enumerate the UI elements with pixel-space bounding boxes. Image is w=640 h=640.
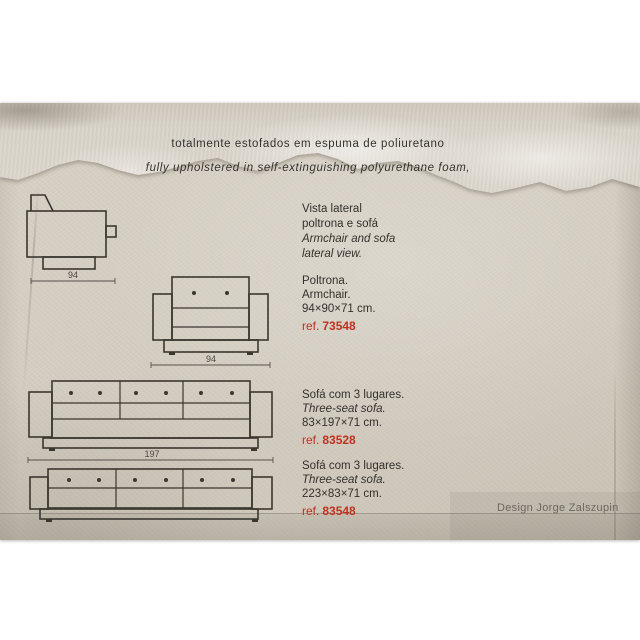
- plinth-side: [42, 256, 96, 270]
- armrest-right: [251, 476, 273, 510]
- tufting-button: [192, 291, 196, 295]
- sofa-body: [51, 380, 251, 439]
- dimension-label: 197: [144, 449, 159, 459]
- catalog-page-photo: totalmente estofados em espuma de poliur…: [0, 103, 640, 540]
- credit-area-shading: [450, 492, 640, 540]
- tufting-button: [230, 391, 234, 395]
- sofa-197-drawing: 197: [27, 380, 274, 463]
- armrest-right: [248, 293, 269, 341]
- ref-number: 83528: [322, 433, 356, 447]
- backrest-side: [30, 194, 54, 212]
- armrest-left: [28, 391, 53, 438]
- tufting-button: [164, 391, 168, 395]
- body-side: [26, 210, 107, 258]
- sofa-197-outline: [28, 380, 273, 451]
- product-name-en: Three-seat sofa.: [302, 474, 386, 486]
- armrest-right: [249, 391, 273, 438]
- torn-paper-edge: [0, 103, 640, 195]
- armchair-front-outline: [152, 276, 269, 355]
- foot-left: [169, 352, 175, 355]
- product-name-pt: Poltrona.: [302, 275, 349, 287]
- sofa-223-drawing: [29, 468, 273, 522]
- tufting-button: [98, 391, 102, 395]
- armrest-left: [29, 476, 49, 510]
- product-name-pt: Sofá com 3 lugares.: [302, 460, 405, 472]
- armchair-lateral-outline: [26, 194, 117, 270]
- tufting-button: [225, 291, 229, 295]
- plinth: [39, 508, 259, 520]
- lateral-view-caption: Vista lateral poltrona e sofá Armchair a…: [302, 202, 395, 262]
- designer-credit: Design Jorge Zalszupin: [497, 502, 619, 514]
- caption-pt-line2: poltrona e sofá: [302, 218, 379, 230]
- product-name-en: Armchair.: [302, 289, 351, 301]
- paper-fold-shadow: [0, 513, 640, 540]
- product-name-pt: Sofá com 3 lugares.: [302, 389, 405, 401]
- armrest-knob: [105, 225, 117, 238]
- foot-left: [46, 519, 52, 522]
- tufting-button: [231, 478, 235, 482]
- tufting-button: [164, 478, 168, 482]
- dimension-label: 94: [68, 270, 78, 280]
- product-name-en: Three-seat sofa.: [302, 403, 386, 415]
- foot-right: [252, 519, 258, 522]
- armchair-caption: Poltrona. Armchair. 94×90×71 cm. ref.735…: [302, 274, 376, 333]
- header-line-english: fully upholstered in self-extinguishing …: [145, 162, 471, 174]
- plinth-front: [163, 339, 259, 353]
- foot-left: [49, 448, 55, 451]
- ref-number: 73548: [322, 319, 356, 333]
- ref-label: ref.: [302, 319, 320, 333]
- header-line-portuguese: totalmente estofados em espuma de poliur…: [171, 138, 445, 150]
- tufting-button: [97, 478, 101, 482]
- sofa-223-caption: Sofá com 3 lugares. Three-seat sofa. 223…: [302, 459, 404, 518]
- plinth: [42, 437, 259, 449]
- sofa-197-caption: Sofá com 3 lugares. Three-seat sofa. 83×…: [302, 388, 404, 447]
- product-size: 94×90×71 cm.: [302, 303, 376, 315]
- tufting-button: [69, 391, 73, 395]
- dimension-label: 94: [206, 354, 216, 364]
- armchair-lateral-drawing: 94: [26, 194, 117, 284]
- product-size: 83×197×71 cm.: [302, 417, 382, 429]
- tufting-button: [133, 478, 137, 482]
- dimension-94-front: 94: [150, 354, 271, 368]
- tufting-button: [67, 478, 71, 482]
- dimension-197: 197: [27, 449, 274, 463]
- caption-en-line2: lateral view.: [302, 248, 363, 260]
- paper-crease-right: [614, 363, 616, 540]
- ref-label: ref.: [302, 504, 320, 518]
- ref-label: ref.: [302, 433, 320, 447]
- tufting-button: [200, 478, 204, 482]
- dimension-94-lateral: 94: [30, 270, 116, 284]
- caption-pt-line1: Vista lateral: [302, 203, 362, 215]
- product-ref: ref.83548: [302, 504, 404, 518]
- tufting-button: [134, 391, 138, 395]
- sofa-223-outline: [29, 468, 273, 522]
- caption-en-line1: Armchair and sofa: [302, 233, 396, 245]
- foot-right: [247, 352, 253, 355]
- tufting-button: [199, 391, 203, 395]
- armchair-front-drawing: 94: [150, 276, 271, 368]
- product-size: 223×83×71 cm.: [302, 488, 382, 500]
- ref-number: 83548: [322, 504, 356, 518]
- product-ref: ref.73548: [302, 319, 376, 333]
- armrest-left: [152, 293, 173, 341]
- product-ref: ref.83528: [302, 433, 404, 447]
- foot-right: [251, 448, 257, 451]
